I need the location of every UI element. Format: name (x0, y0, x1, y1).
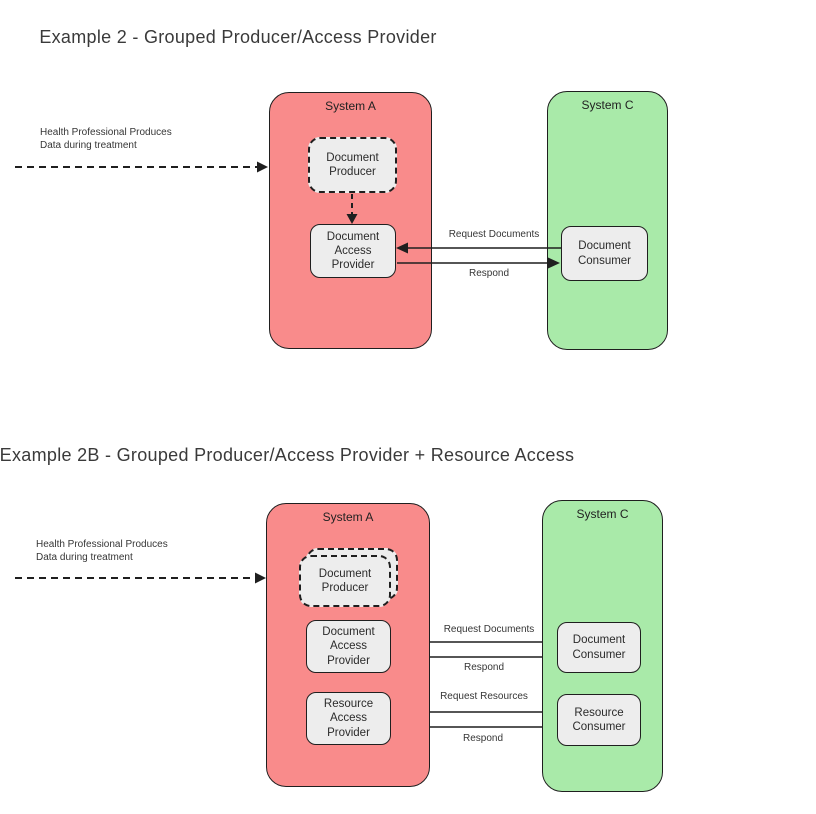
diagram1-annotation-line1: Health Professional Produces (40, 127, 172, 138)
diagram1-system-c: System C (547, 91, 668, 350)
diagram2-annotation: Health Professional Produces Data during… (36, 538, 168, 564)
diagram2-system-c-label: System C (576, 507, 629, 521)
diagram2-hp-arrow-head (255, 572, 266, 584)
diagram2-respond-documents-label: Respond (463, 662, 505, 673)
diagram1-title: Example 2 - Grouped Producer/Access Prov… (39, 27, 437, 47)
diagram1-document-consumer: Document Consumer (561, 226, 648, 281)
diagram1-system-a: System A (269, 92, 432, 349)
diagram2-resource-consumer: Resource Consumer (557, 694, 641, 746)
diagram2-document-consumer: Document Consumer (557, 622, 641, 673)
diagram2-annotation-line1: Health Professional Produces (36, 539, 168, 550)
diagram2-request-resources-label: Request Resources (440, 691, 528, 702)
diagram1-respond-label: Respond (468, 268, 510, 279)
diagram1-hp-arrow-head (257, 161, 268, 173)
diagram1-system-c-label: System C (581, 98, 634, 112)
diagram2-document-producer: Document Producer (299, 555, 391, 607)
diagram2-document-access-provider: Document Access Provider (306, 620, 391, 673)
diagram2-respond-resources-label: Respond (462, 733, 504, 744)
diagram1-request-documents-label: Request Documents (448, 229, 540, 240)
diagram2-resource-access-provider: Resource Access Provider (306, 692, 391, 745)
diagram2-annotation-line2: Data during treatment (36, 552, 133, 563)
diagram2-title: Example 2B - Grouped Producer/Access Pro… (0, 445, 575, 465)
diagram1-annotation-line2: Data during treatment (40, 140, 137, 151)
diagram1-annotation: Health Professional Produces Data during… (40, 126, 172, 152)
diagram2-request-documents-label: Request Documents (443, 624, 535, 635)
diagram1-system-a-label: System A (325, 99, 376, 113)
diagram1-document-access-provider: Document Access Provider (310, 224, 396, 278)
diagram1-document-producer: Document Producer (308, 137, 397, 193)
diagram2-system-a-label: System A (322, 510, 374, 524)
